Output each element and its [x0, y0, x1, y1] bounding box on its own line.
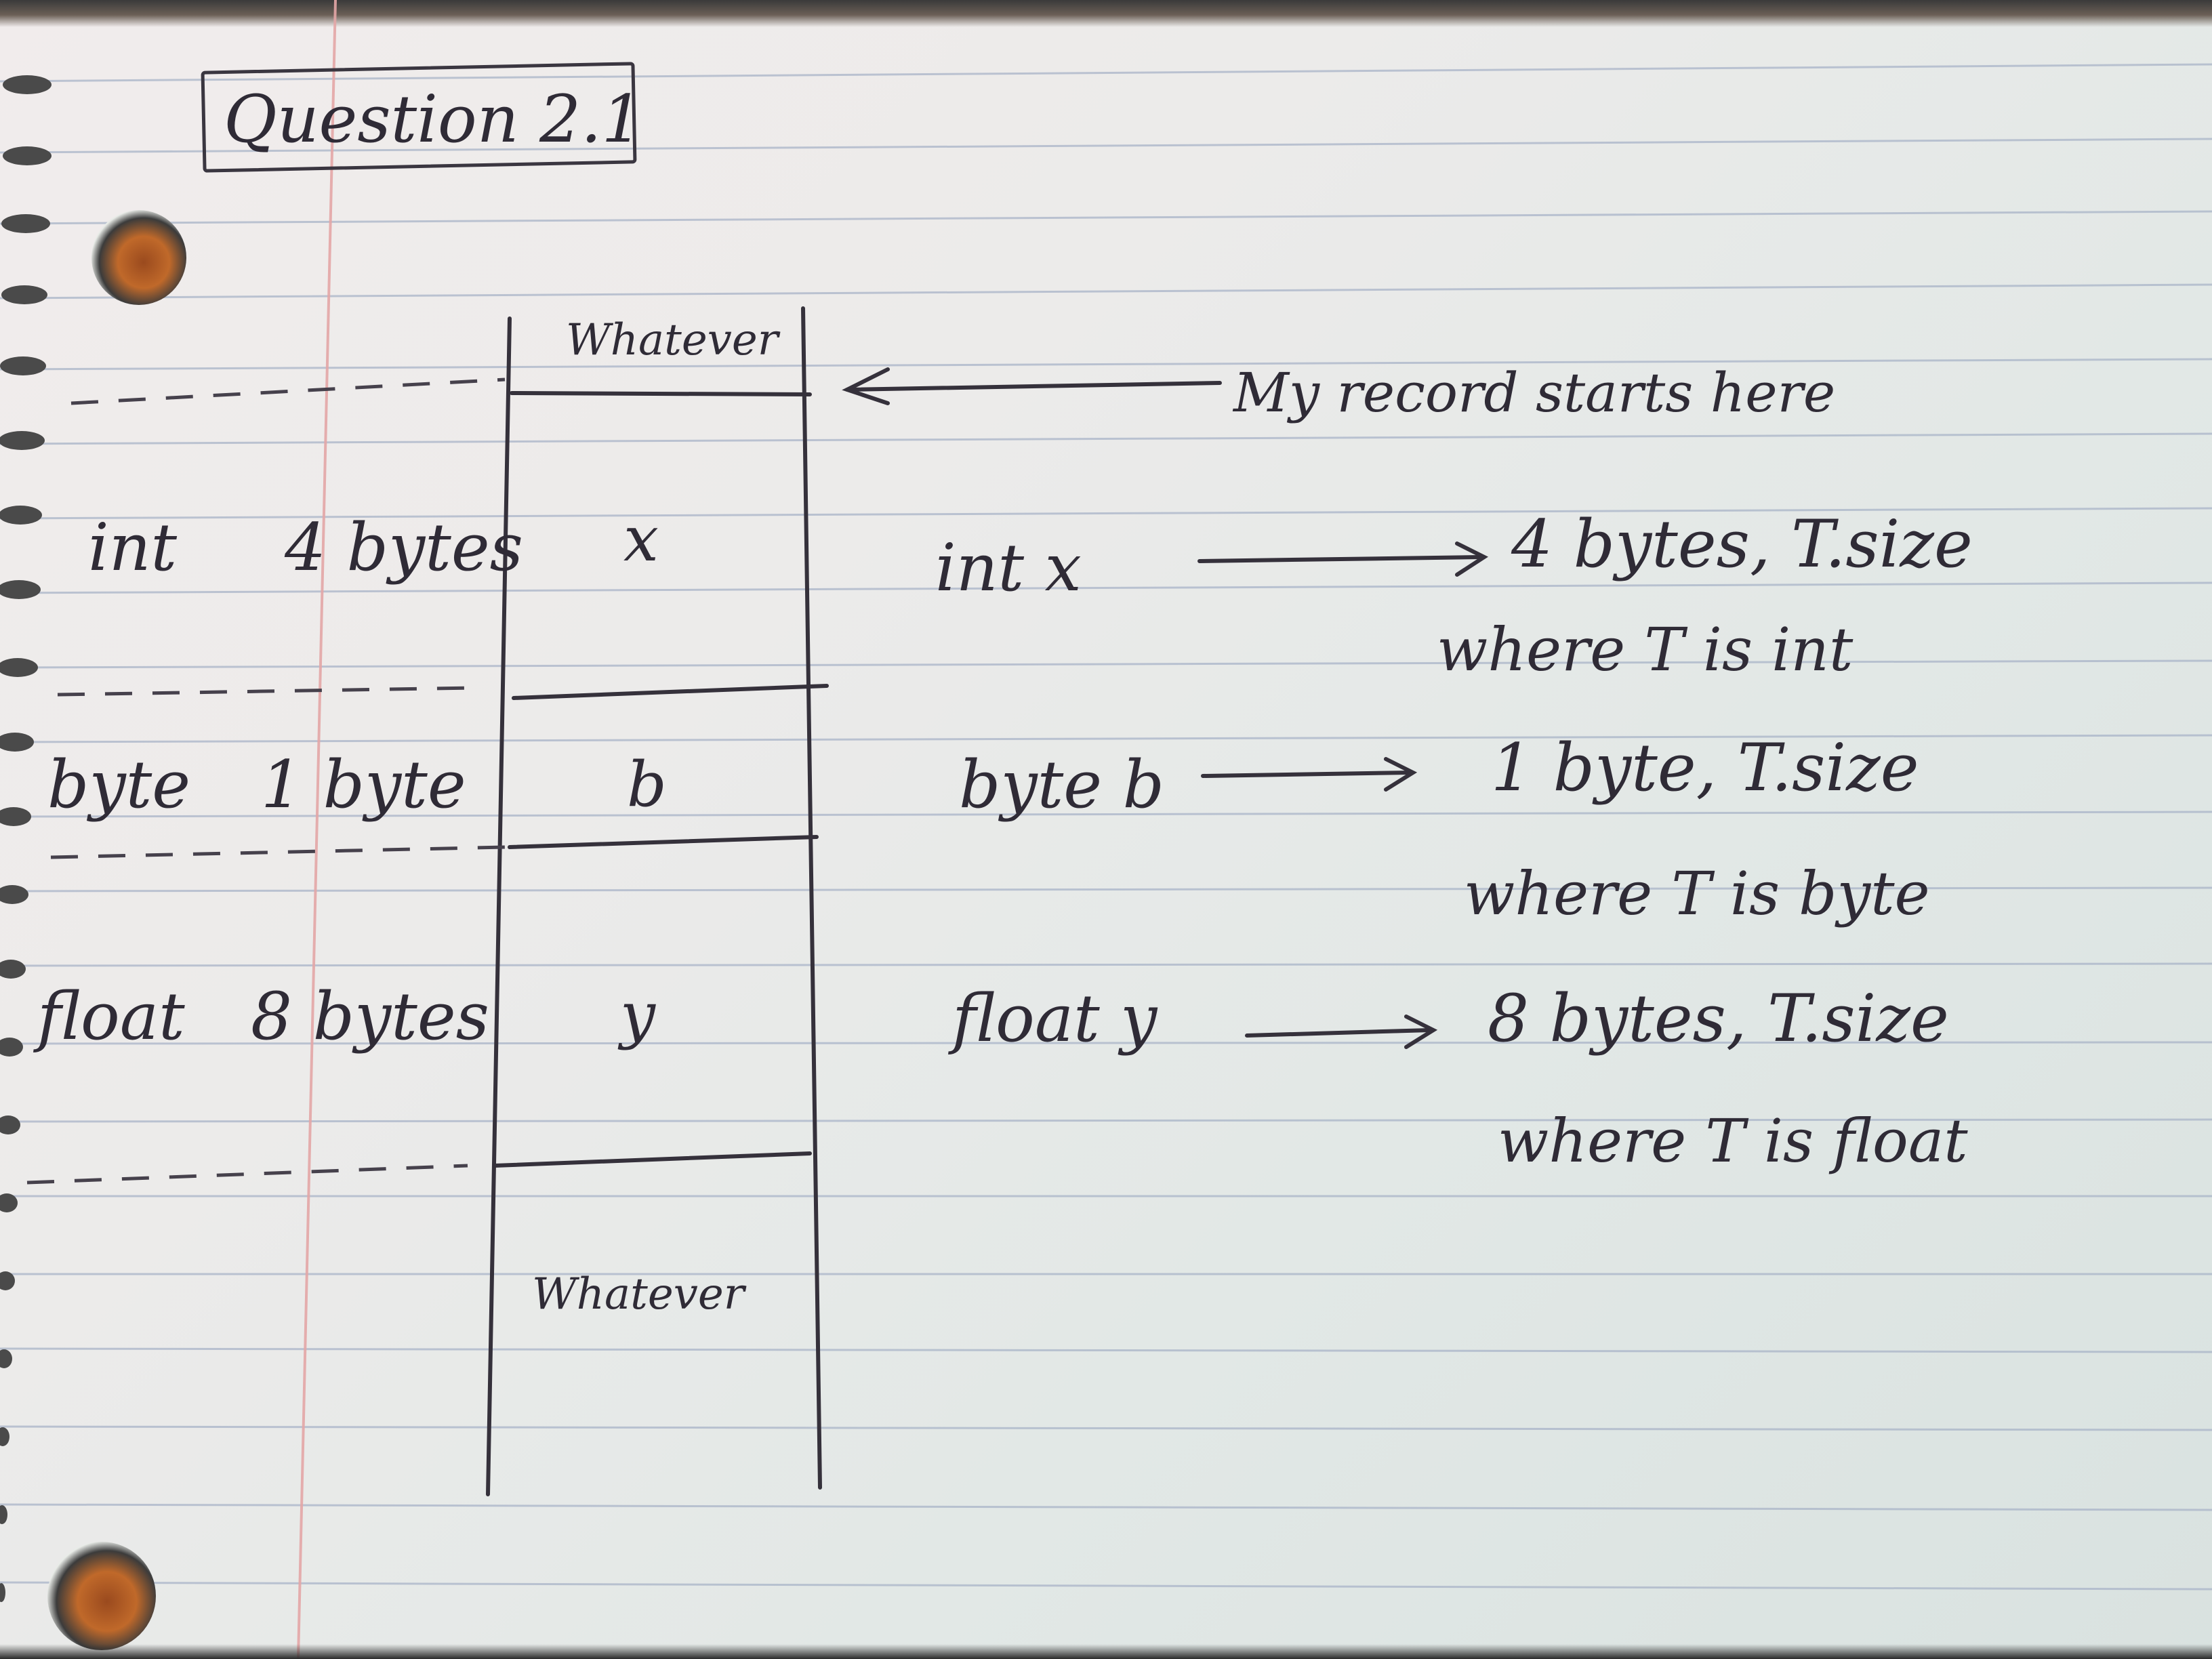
page-title: Question 2.1: [224, 81, 643, 157]
where-int: where T is int: [1437, 615, 1853, 684]
decl-byte: byte b: [959, 747, 1165, 823]
page-bottom-edge: [0, 1644, 2212, 1659]
stack-cell-x: x: [623, 503, 659, 575]
left-type-byte: byte: [47, 747, 191, 823]
punch-hole-top: [91, 210, 186, 305]
left-type-int: int: [88, 510, 178, 586]
spiral-binding: [0, 75, 52, 1602]
decl-float: float y: [952, 981, 1158, 1057]
size-byte: 1 byte, T.size: [1491, 730, 1919, 806]
dashed-guides: [26, 377, 506, 1185]
size-float: 8 bytes, T.size: [1488, 981, 1949, 1057]
where-byte: where T is byte: [1464, 859, 1930, 928]
left-type-float: float: [37, 979, 185, 1054]
page-top-edge: [0, 0, 2212, 27]
left-size-byte: 1 byte: [261, 747, 466, 823]
stack-cell-b: b: [627, 748, 667, 821]
stack-cell-y: y: [620, 979, 655, 1051]
record-start-note: My record starts here: [1233, 361, 1836, 424]
left-size-float: 8 bytes: [251, 979, 489, 1054]
punch-hole-bottom: [47, 1542, 156, 1650]
left-size-int: 4 bytes: [285, 510, 523, 586]
size-int: 4 bytes, T.size: [1511, 506, 1973, 582]
where-float: where T is float: [1498, 1106, 1968, 1176]
decl-int: int x: [935, 530, 1082, 606]
arrows: [842, 367, 1489, 1049]
stack-bottom-label: Whatever: [532, 1269, 745, 1319]
memory-stack-outline: [486, 306, 829, 1496]
stack-top-label: Whatever: [566, 315, 779, 365]
